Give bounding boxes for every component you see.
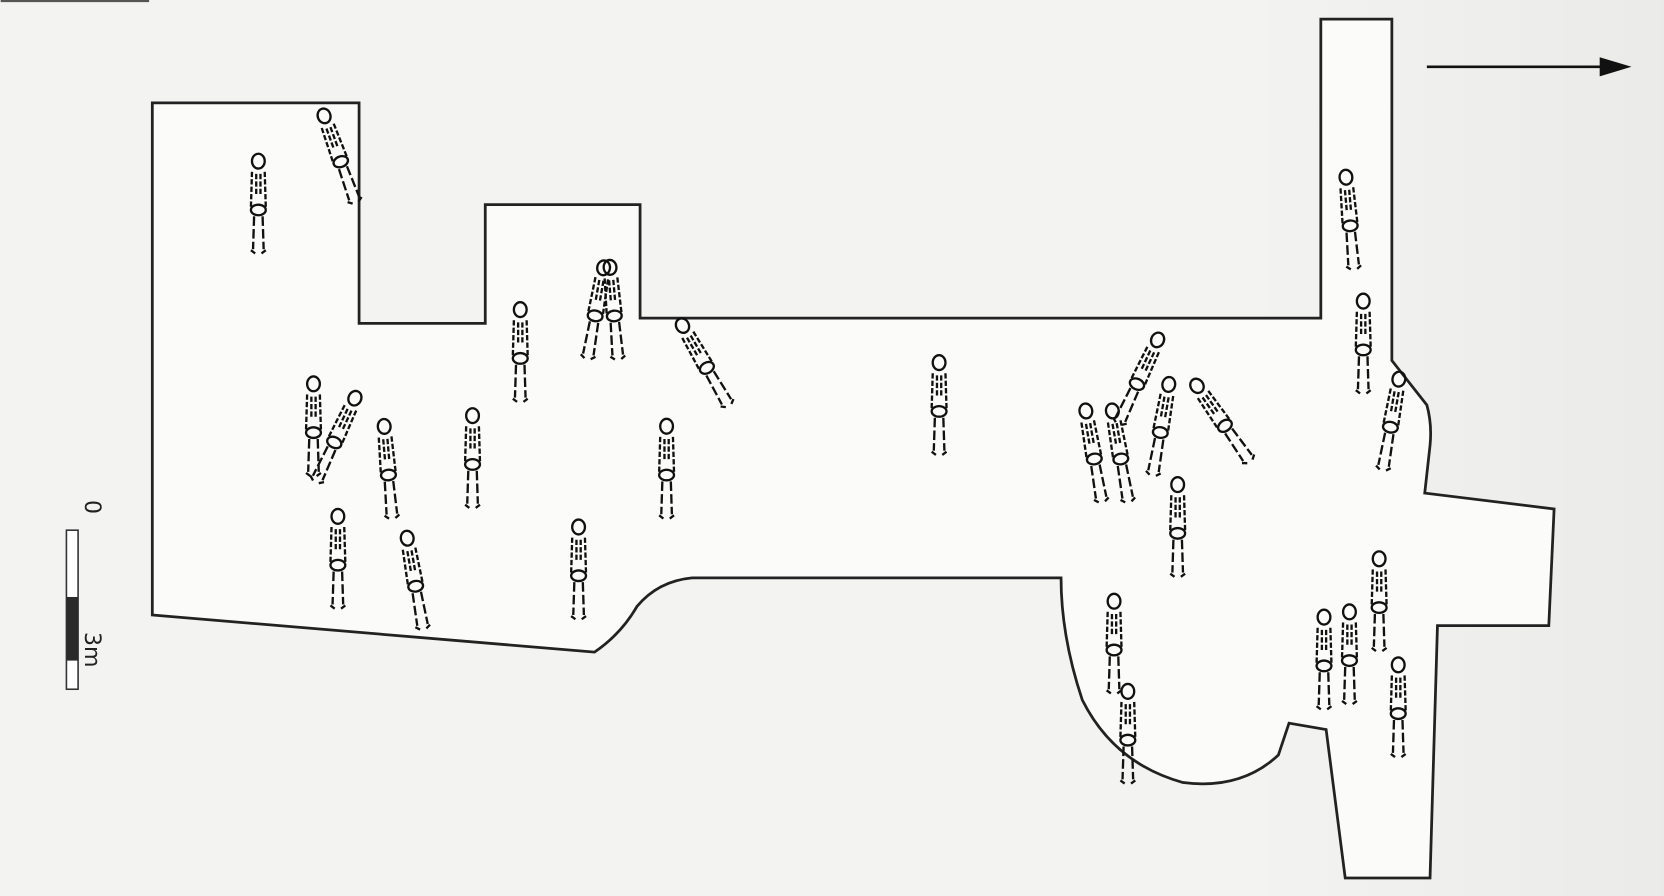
skeleton xyxy=(309,389,363,485)
skeleton xyxy=(657,417,676,520)
skeleton xyxy=(376,417,401,520)
skeleton xyxy=(602,258,626,361)
skeleton xyxy=(1315,608,1333,711)
skeleton xyxy=(1169,475,1187,578)
skeleton xyxy=(1338,168,1362,271)
skeleton xyxy=(304,375,323,478)
skeleton xyxy=(511,301,529,403)
skeleton xyxy=(1389,656,1407,759)
skeleton xyxy=(569,518,588,621)
skeleton xyxy=(1340,603,1359,706)
skeleton xyxy=(930,354,948,456)
skeleton xyxy=(329,507,347,610)
scale-end-label: 3m xyxy=(79,632,104,668)
skeleton xyxy=(1105,592,1123,695)
skeleton xyxy=(1119,682,1137,785)
burials xyxy=(249,107,1407,785)
north-arrow-icon xyxy=(1426,57,1632,77)
skeleton xyxy=(1145,375,1177,477)
skeleton xyxy=(1375,370,1407,472)
skeleton xyxy=(399,529,431,631)
skeleton xyxy=(1370,550,1388,652)
scale-start-label: 0 xyxy=(79,500,104,514)
skeleton xyxy=(1104,402,1136,504)
skeleton xyxy=(674,317,735,409)
skeleton xyxy=(1354,292,1372,395)
skeleton xyxy=(463,407,482,509)
skeleton xyxy=(1189,377,1256,465)
trench-outline xyxy=(150,17,1556,880)
skeleton xyxy=(1078,402,1110,504)
skeleton xyxy=(316,107,363,205)
skeleton xyxy=(249,152,267,255)
scale-bar xyxy=(65,529,79,691)
